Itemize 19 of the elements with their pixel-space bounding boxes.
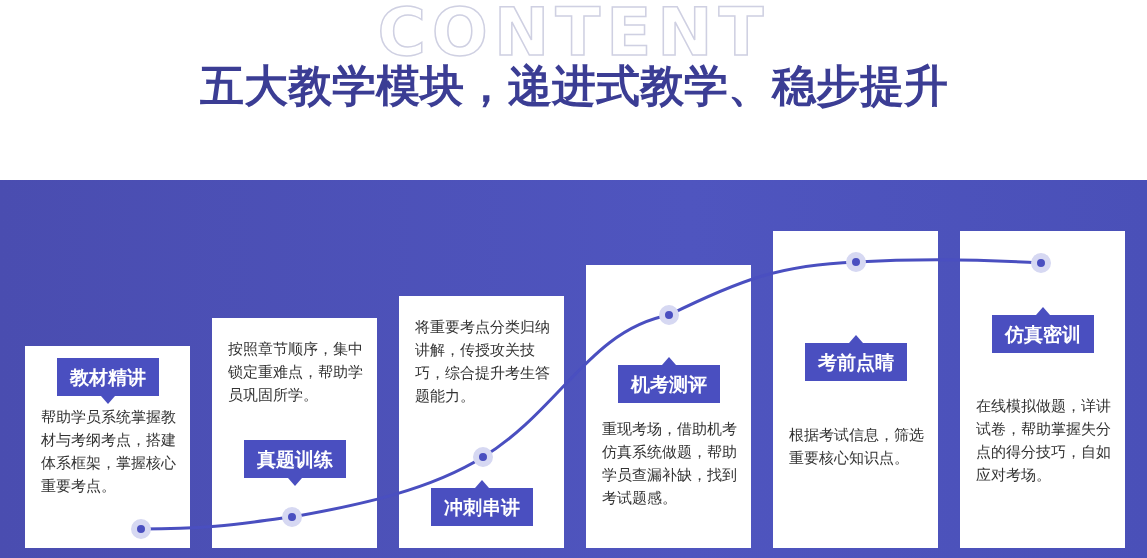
description-text: 帮助学员系统掌握教材与考纲考点，搭建体系框架，掌握核心重要考点。 [41, 407, 177, 497]
badge: 机考测评 [618, 357, 720, 403]
module-card [960, 231, 1125, 548]
module-card [25, 346, 190, 548]
description-text: 根据考试信息，筛选重要核心知识点。 [789, 425, 925, 469]
module-card [773, 231, 938, 548]
module-card [212, 318, 377, 548]
title: 五大教学模块，递进式教学、稳步提升 [199, 62, 948, 110]
badge: 冲刺串讲 [431, 480, 533, 526]
description-text: 在线模拟做题，详讲试卷，帮助掌握失分点的得分技巧，自如应对考场。 [976, 396, 1112, 486]
badge: 考前点睛 [805, 335, 907, 381]
description-text: 按照章节顺序，集中锁定重难点，帮助学员巩固所学。 [228, 339, 364, 406]
badge: 仿真密训 [992, 307, 1094, 353]
description-text: 重现考场，借助机考仿真系统做题，帮助学员查漏补缺，找到考试题感。 [602, 419, 738, 509]
badge: 教材精讲 [57, 358, 159, 404]
badge: 真题训练 [244, 440, 346, 486]
module-card [399, 296, 564, 548]
module-card [586, 265, 751, 548]
description-text: 将重要考点分类归纳讲解，传授攻关技巧，综合提升考生答题能力。 [415, 317, 551, 407]
